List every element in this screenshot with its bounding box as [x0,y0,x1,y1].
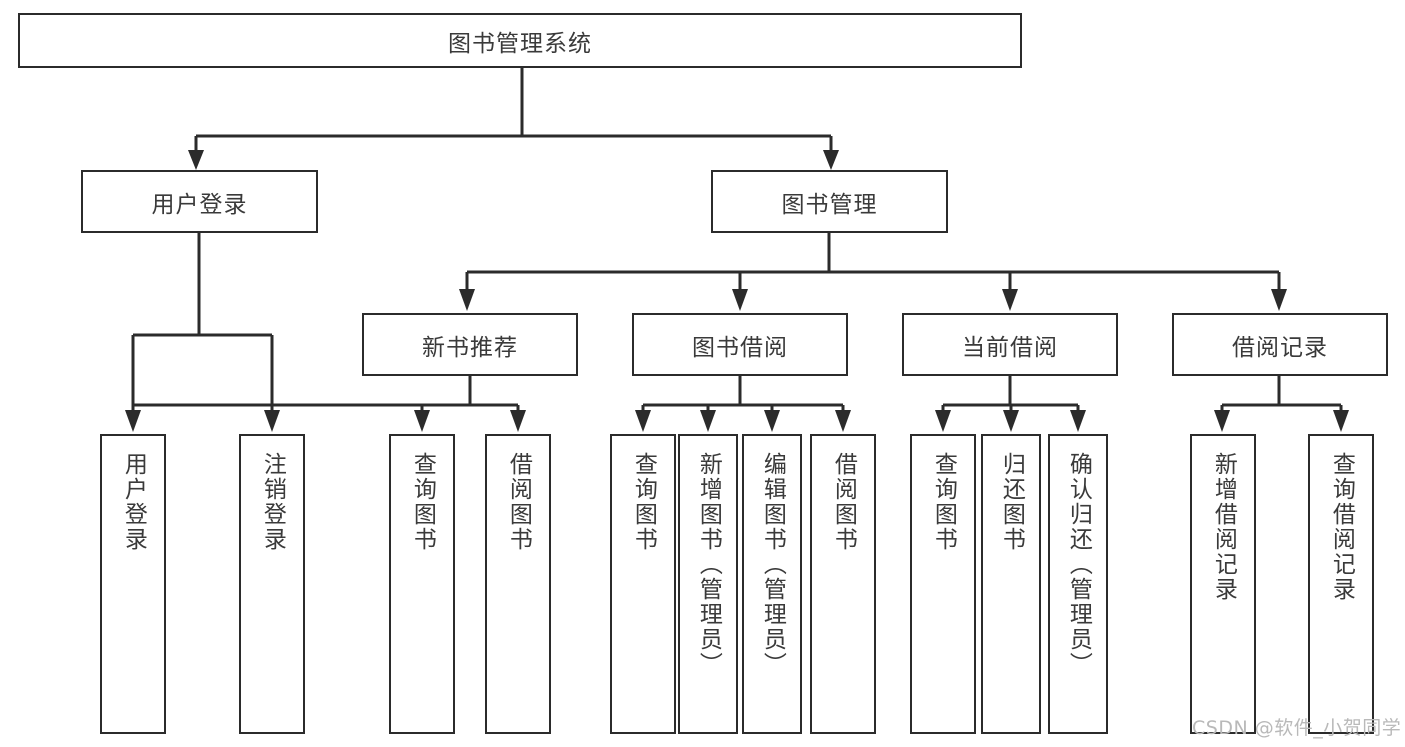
node-current-borrow[interactable]: 当前借阅 [902,313,1118,376]
leaf-return-book[interactable]: 归还图书 [981,434,1041,734]
node-book-borrow[interactable]: 图书借阅 [632,313,848,376]
leaf-confirm-return-admin[interactable]: 确认归还（管理员） [1048,434,1108,734]
node-root-system[interactable]: 图书管理系统 [18,13,1022,68]
leaf-user-login[interactable]: 用户登录 [100,434,166,734]
node-label: 图书借阅 [692,334,788,361]
leaf-add-book-admin[interactable]: 新增图书（管理员） [678,434,738,734]
node-label: 借阅图书 [505,452,532,552]
node-user-login[interactable]: 用户登录 [81,170,318,233]
node-new-book-recommend[interactable]: 新书推荐 [362,313,578,376]
leaf-add-borrow-record[interactable]: 新增借阅记录 [1190,434,1256,734]
node-label: 借阅记录 [1232,334,1328,361]
leaf-query-book-recommend[interactable]: 查询图书 [389,434,455,734]
node-label: 查询借阅记录 [1328,452,1355,602]
node-label: 查询图书 [930,452,957,552]
node-label: 查询图书 [630,452,657,552]
node-label: 编辑图书（管理员） [759,452,786,677]
node-label: 图书管理 [781,191,878,218]
leaf-query-borrow-record[interactable]: 查询借阅记录 [1308,434,1374,734]
node-label: 当前借阅 [962,334,1058,361]
node-label: 归还图书 [998,452,1025,552]
node-label: 用户登录 [120,452,147,552]
node-label: 图书管理系统 [448,30,592,57]
leaf-borrow-book[interactable]: 借阅图书 [810,434,876,734]
leaf-borrow-book-recommend[interactable]: 借阅图书 [485,434,551,734]
node-label: 新增借阅记录 [1210,452,1237,602]
node-book-management[interactable]: 图书管理 [711,170,948,233]
node-label: 借阅图书 [830,452,857,552]
node-borrow-record[interactable]: 借阅记录 [1172,313,1388,376]
watermark: CSDN @软件_小贺同学 [1192,717,1402,739]
node-label: 用户登录 [151,191,248,218]
node-label: 新书推荐 [422,334,518,361]
leaf-query-book-current[interactable]: 查询图书 [910,434,976,734]
leaf-query-book-borrow[interactable]: 查询图书 [610,434,676,734]
node-label: 确认归还（管理员） [1065,452,1092,677]
node-label: 查询图书 [409,452,436,552]
node-label: 注销登录 [259,452,286,552]
leaf-user-logout[interactable]: 注销登录 [239,434,305,734]
node-label: 新增图书（管理员） [695,452,722,677]
leaf-edit-book-admin[interactable]: 编辑图书（管理员） [742,434,802,734]
